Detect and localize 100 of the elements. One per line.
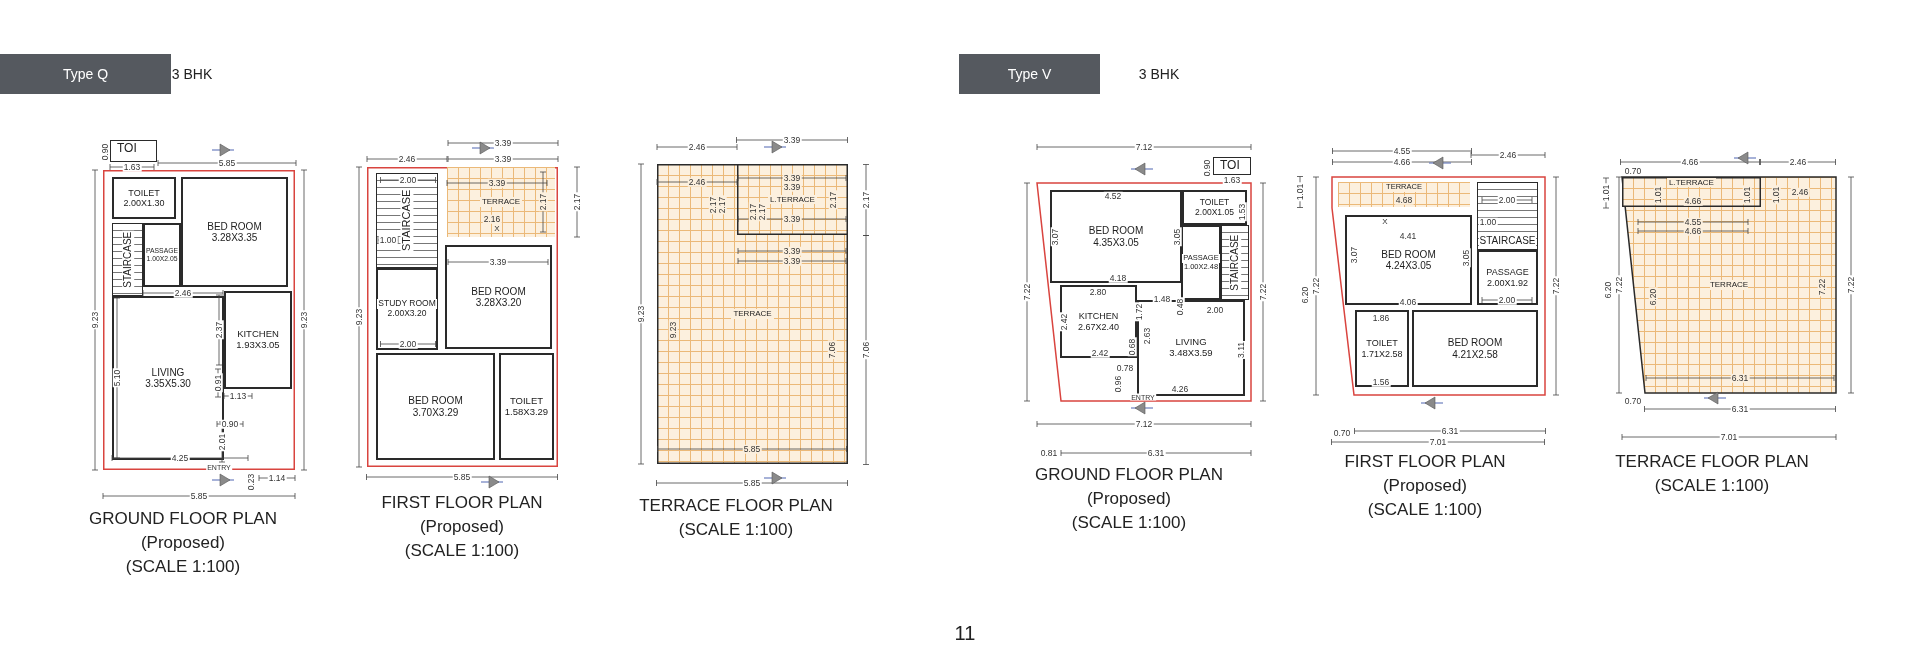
dimension-label: 1.14 — [267, 473, 287, 483]
room-name: TOILET — [1198, 197, 1231, 208]
dimension-label: 6.20 — [1300, 285, 1310, 305]
dimension-label: 5.10 — [112, 368, 122, 388]
dimension-label: 3.39 — [782, 246, 802, 256]
room — [224, 291, 292, 389]
dimension-label: 0.78 — [1115, 363, 1135, 373]
room-name: TOILET — [508, 395, 545, 407]
room-name: BED ROOM — [1380, 248, 1437, 260]
dimension-label: 3.39 — [782, 173, 802, 183]
plan-type-tab — [959, 54, 1100, 94]
plan-subtitle: (SCALE 1:100) — [677, 519, 795, 541]
plan-subtitle: (Proposed) — [1381, 475, 1469, 497]
staircase-label: STAIRCASE — [400, 188, 414, 253]
terrace-area — [447, 167, 555, 237]
dimension-label: 5.85 — [742, 478, 762, 488]
dimension-label: 2.00 — [1497, 195, 1517, 205]
room-size: 2.67X2.40 — [1076, 321, 1120, 332]
room-name: BED ROOM — [1087, 225, 1145, 237]
dimension-label: 3.39 — [493, 138, 513, 148]
room-name: LIVING — [150, 366, 186, 378]
area-label: TERRACE — [731, 309, 774, 319]
dimension-label: 9.23 — [668, 320, 678, 340]
dimension-label: 1.00 — [1478, 217, 1498, 227]
dimension-label: 7.06 — [827, 340, 837, 360]
dimension-label: 3.05 — [1461, 248, 1471, 268]
room-size: 1.71X2.58 — [1360, 348, 1404, 359]
dimension-label: 0.48 — [1175, 297, 1185, 317]
plan-title: TERRACE FLOOR PLAN — [1614, 451, 1810, 473]
plan-subtitle: (SCALE 1:100) — [1366, 499, 1484, 521]
dimension-label: 7.12 — [1134, 142, 1154, 152]
terrace-area — [1338, 182, 1470, 207]
dimension-label: 4.66 — [1680, 157, 1700, 167]
dimension-label: 4.66 — [1683, 196, 1703, 206]
dimension-label: 2.00 — [1497, 295, 1517, 305]
dimension-label: 9.23 — [299, 310, 309, 330]
dimension-label: 1.01 — [1601, 183, 1611, 203]
dimension-label: 4.68 — [1394, 195, 1414, 205]
dimension-label: 2.17 — [717, 195, 727, 215]
dimension-label: 2.17 — [828, 190, 838, 210]
dimension-label: 2.46 — [1498, 150, 1518, 160]
room-name: BED ROOM — [470, 285, 527, 297]
plan-subtitle: (Proposed) — [1085, 488, 1173, 510]
dimension-label: 1.48 — [1152, 294, 1172, 304]
area-label: TERRACE — [1709, 280, 1749, 290]
dimension-label: 4.52 — [1103, 191, 1123, 201]
dimension-label: 0.70 — [1332, 428, 1352, 438]
dimension-label: 2.46 — [173, 288, 193, 298]
dimension-label: 7.01 — [1719, 432, 1739, 442]
room-size: 3.28X3.20 — [474, 297, 523, 309]
dimension-label: 2.46 — [1788, 157, 1808, 167]
room-size: 2.00X1.92 — [1485, 277, 1529, 288]
dimension-label: 6.31 — [1146, 448, 1166, 458]
room — [376, 353, 495, 460]
dimension-label: 4.66 — [1683, 226, 1703, 236]
dimension-label: 7.22 — [1817, 277, 1827, 297]
dimension-label: 3.39 — [782, 182, 802, 192]
dimension-label: 3.07 — [1349, 245, 1359, 265]
plan-title: TERRACE FLOOR PLAN — [638, 495, 834, 517]
room — [1181, 225, 1221, 300]
dimension-label: 2.00 — [398, 339, 418, 349]
dimension-label: 7.06 — [861, 340, 871, 360]
dimension-label: 3.11 — [1236, 341, 1246, 359]
staircase — [1477, 182, 1538, 250]
dimension-label: 0.90 — [100, 142, 110, 162]
room — [1182, 190, 1247, 225]
unit-type-label: 3 BHK — [170, 65, 214, 84]
mark-label: X — [1381, 218, 1389, 226]
dimension-label: 6.20 — [1603, 280, 1613, 300]
dimension-label: 2.17 — [538, 192, 548, 212]
room-name: STUDY ROOM — [377, 299, 437, 309]
dimension-label: 3.05 — [1172, 227, 1182, 247]
dimension-label: 0.90 — [220, 419, 240, 429]
dimension-label: 6.20 — [1648, 287, 1658, 307]
plan-subtitle: (SCALE 1:100) — [1070, 512, 1188, 534]
dimension-label: 9.23 — [354, 307, 364, 327]
dimension-label: 3.39 — [782, 135, 802, 145]
dimension-label: 5.85 — [742, 444, 762, 454]
room — [1412, 310, 1538, 387]
dimension-label: 2.17 — [748, 202, 758, 222]
dimension-label: 6.31 — [1730, 373, 1750, 383]
dimension-label: 2.46 — [687, 142, 707, 152]
dimension-label: 1.86 — [1371, 313, 1391, 323]
dimension-label: 0.70 — [1623, 396, 1643, 406]
dimension-label: 7.22 — [1614, 275, 1624, 295]
dimension-label: 7.22 — [1258, 282, 1268, 302]
tab-label: Type V — [1007, 65, 1052, 83]
room-size: 2.00X1.05 — [1194, 207, 1235, 218]
dimension-label: 0.96 — [1113, 374, 1123, 394]
mark-label: X — [493, 225, 501, 233]
plan-title: GROUND FLOOR PLAN — [1034, 464, 1224, 486]
dimension-label: 1.01 — [1771, 185, 1781, 205]
dimension-label: 0.91 — [213, 373, 223, 393]
tab-label: Type Q — [62, 65, 109, 83]
room-name: TOILET — [1365, 338, 1399, 349]
plan-title: GROUND FLOOR PLAN — [88, 508, 278, 530]
room-size: 1.58X3.29 — [503, 406, 550, 418]
dimension-label: 0.81 — [1039, 448, 1059, 458]
plan-subtitle: (Proposed) — [139, 532, 227, 554]
room-name: TOI — [117, 142, 137, 156]
